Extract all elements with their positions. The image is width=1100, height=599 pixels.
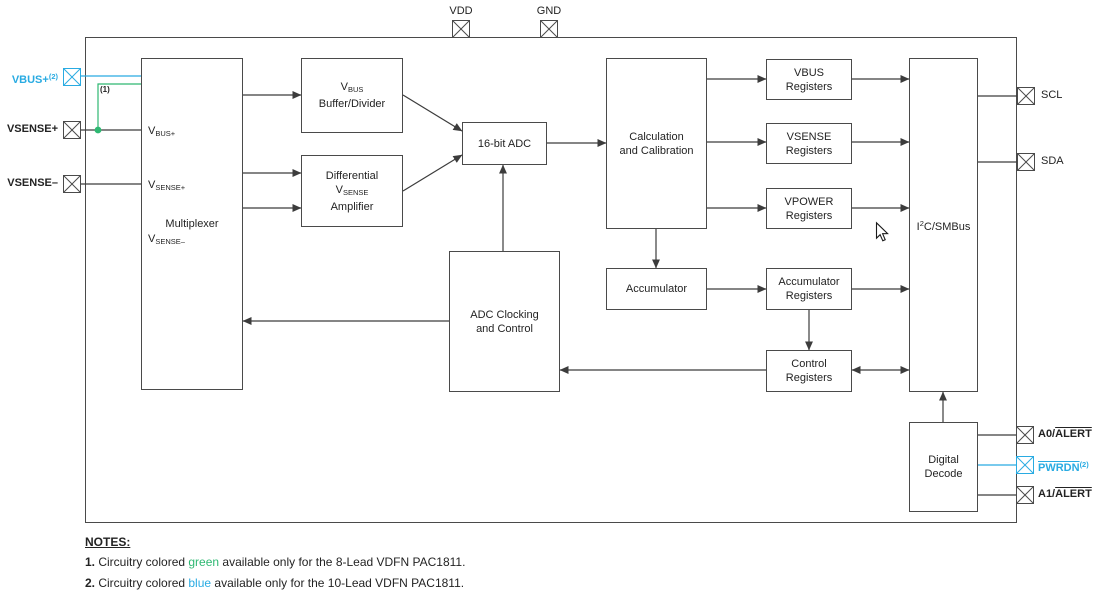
a1-alert-pin-label: A1/ALERT (1038, 488, 1092, 501)
accumulator-label: Accumulator (625, 283, 688, 295)
a1-alert-overline-text: ALERT (1055, 488, 1092, 500)
diff-amp-sub: SENSE (342, 187, 369, 197)
vbus-reg-line2: Registers (785, 80, 833, 93)
scl-pin-label: SCL (1041, 89, 1063, 101)
calculation-calibration-block: Calculation and Calibration (606, 58, 707, 229)
i2c-smbus-block: I2C/SMBus (909, 58, 978, 392)
vsense-plus-pin-label: VSENSE+ (6, 123, 58, 135)
note-2-color-word: blue (188, 576, 212, 590)
differential-vsense-amplifier-block: Differential VSENSE Amplifier (301, 155, 403, 227)
vbus-buffer-v: V (340, 81, 348, 93)
vbus-plus-text: VBUS+ (11, 74, 49, 86)
notes-section: NOTES: 1. Circuitry colored green availa… (85, 535, 465, 597)
adc-label: 16-bit ADC (477, 137, 532, 150)
pwrdn-overline-text: PWRDN (1038, 462, 1080, 474)
vdd-pin-icon (452, 20, 470, 38)
vdd-pin-label: VDD (449, 5, 473, 17)
adc-clocking-control-block: ADC Clocking and Control (449, 251, 560, 392)
pwrdn-pin-icon (1016, 456, 1034, 474)
note-2-number: 2. (85, 576, 96, 590)
diff-amp-line1: Differential (325, 169, 379, 182)
vbus-buffer-sub: BUS (347, 85, 364, 94)
vpower-registers-block: VPOWER Registers (766, 188, 852, 229)
digital-decode-block: Digital Decode (909, 422, 978, 512)
note-2-text-pre: Circuitry colored (95, 576, 189, 590)
green-wire-note-ref: (1) (100, 85, 110, 94)
multiplexer-label: Multiplexer (165, 218, 219, 230)
a0-alert-overline-text: ALERT (1055, 428, 1092, 440)
note-1-color-word: green (188, 555, 220, 569)
acc-reg-line1: Accumulator (778, 276, 840, 288)
multiplexer-block: VBUS+ VSENSE+ VSENSE– Multiplexer (141, 58, 243, 390)
calc-line2: and Calibration (619, 144, 694, 157)
vbus-buffer-line2: Buffer/Divider (318, 98, 386, 110)
mux-port-vsm-main: V (148, 233, 156, 245)
pwrdn-pin-label: PWRDN(2) (1038, 458, 1089, 475)
adc-clock-line1: ADC Clocking (470, 308, 539, 321)
vbus-registers-block: VBUS Registers (766, 59, 852, 100)
vbus-buffer-line1: VBUS (341, 80, 364, 97)
diff-amp-line2: VSENSE (336, 183, 369, 200)
digital-decode-line2: Decode (924, 468, 963, 480)
mux-port-vsp-main: V (148, 179, 156, 191)
sda-pin-label: SDA (1041, 155, 1064, 167)
note-1-text-post: available only for the 8-Lead VDFN PAC18… (219, 555, 466, 569)
a1-alert-pin-icon (1016, 486, 1034, 504)
diff-amp-v: V (335, 183, 343, 196)
gnd-pin-icon (540, 20, 558, 38)
i2c-pre: I (916, 220, 920, 233)
ctrl-reg-line2: Registers (785, 372, 833, 384)
vsense-registers-block: VSENSE Registers (766, 123, 852, 164)
mux-port-vsp-sub: SENSE+ (155, 183, 186, 192)
vsense-reg-line1: VSENSE (786, 130, 832, 143)
diff-amp-line3: Amplifier (330, 200, 374, 213)
calc-line1: Calculation (629, 130, 684, 143)
adc-clock-line2: and Control (476, 322, 533, 335)
mux-port-vbus: VBUS+ (148, 125, 175, 140)
mux-port-vsense-plus: VSENSE+ (148, 179, 185, 194)
vbus-buffer-divider-block: VBUS Buffer/Divider (301, 58, 403, 133)
i2c-label: I2C/SMBus (917, 217, 971, 234)
vpower-reg-line1: VPOWER (784, 195, 834, 208)
note-2-text-post: available only for the 10-Lead VDFN PAC1… (211, 576, 465, 590)
accumulator-block: Accumulator (606, 268, 707, 310)
a1-text: A1/ (1038, 488, 1056, 500)
mux-port-vsense-minus: VSENSE– (148, 233, 185, 248)
vbus-reg-line1: VBUS (794, 66, 824, 79)
mux-port-vsm-sub: SENSE– (155, 237, 185, 246)
acc-reg-line2: Registers (785, 290, 833, 302)
vsense-reg-line2: Registers (785, 144, 833, 157)
note-1: 1. Circuitry colored green available onl… (85, 555, 465, 570)
control-registers-block: Control Registers (766, 350, 852, 392)
scl-pin-icon (1017, 87, 1035, 105)
vbus-plus-note-ref: (2) (48, 72, 58, 81)
pwrdn-note-ref: (2) (1079, 460, 1089, 469)
note-2: 2. Circuitry colored blue available only… (85, 576, 465, 591)
note-1-number: 1. (85, 555, 96, 569)
accumulator-registers-block: Accumulator Registers (766, 268, 852, 310)
notes-heading: NOTES: (85, 535, 131, 549)
a0-alert-pin-icon (1016, 426, 1034, 444)
vsense-plus-pin-icon (63, 121, 81, 139)
i2c-sup: 2 (919, 218, 924, 228)
i2c-post: C/SMBus (923, 220, 971, 233)
mux-port-vbus-sub: BUS+ (155, 129, 176, 138)
vbus-plus-pin-label: VBUS+(2) (0, 70, 58, 87)
ctrl-reg-line1: Control (791, 358, 827, 370)
gnd-pin-label: GND (536, 5, 562, 17)
adc-block: 16-bit ADC (462, 122, 547, 165)
vbus-plus-pin-icon (63, 68, 81, 86)
digital-decode-line1: Digital (928, 454, 959, 466)
a0-text: A0/ (1038, 428, 1056, 440)
vsense-minus-pin-label: VSENSE– (7, 177, 58, 189)
vpower-reg-line2: Registers (785, 209, 833, 222)
a0-alert-pin-label: A0/ALERT (1038, 428, 1092, 441)
mux-port-vbus-main: V (148, 125, 156, 137)
vsense-minus-pin-icon (63, 175, 81, 193)
sda-pin-icon (1017, 153, 1035, 171)
note-1-text-pre: Circuitry colored (95, 555, 189, 569)
